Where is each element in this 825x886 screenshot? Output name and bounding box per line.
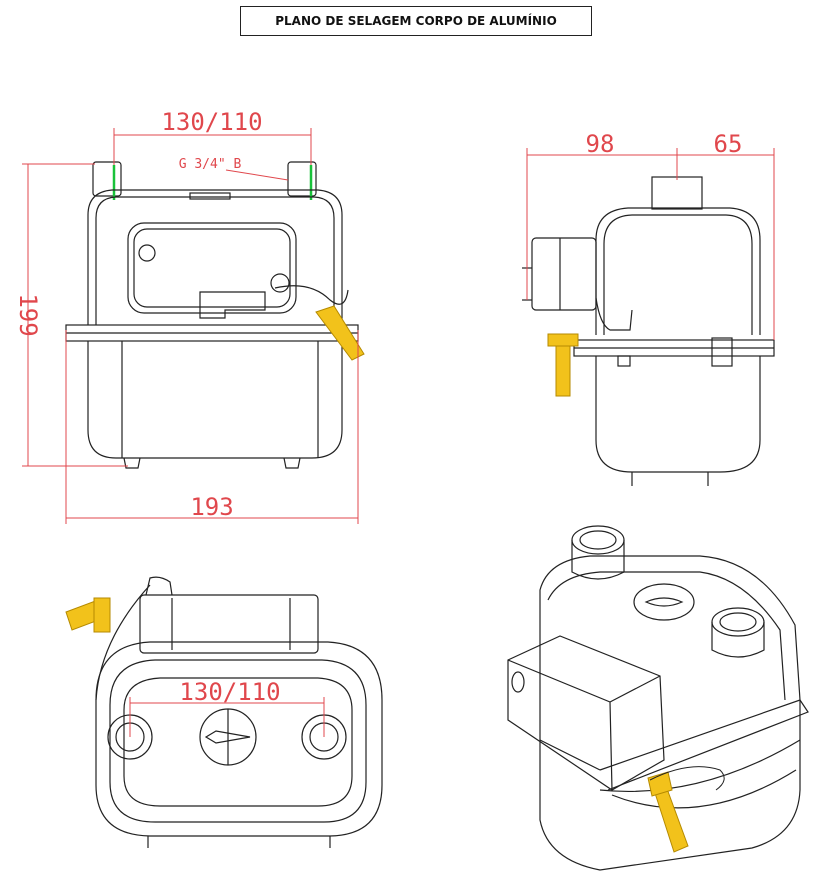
drawing-title: PLANO DE SELAGEM CORPO DE ALUMÍNIO [240,6,592,36]
bottom-dimensions [129,697,325,737]
bottom-dim-center: 130/110 [179,678,280,706]
side-top-stub [651,176,703,210]
side-seal [547,333,579,397]
front-view [65,161,359,469]
iso-seal [647,766,725,853]
front-thread-label: G 3/4" B [179,157,242,172]
side-meter-head [531,237,597,311]
side-dimensions [526,148,775,340]
front-lower-body [87,341,343,459]
front-outlet-stub [287,161,317,197]
side-dim-left: 98 [586,130,615,158]
front-dimensions [22,128,359,524]
side-upper-body [595,207,761,335]
iso-meter-head [507,635,665,791]
front-window-dial [138,244,156,262]
front-dim-top: 130/110 [161,108,262,136]
bottom-top-cap [139,594,319,654]
front-foot-right [283,457,301,469]
front-seal [315,305,365,361]
front-dim-height: 199 [14,293,42,336]
bottom-seal [65,597,111,633]
front-inlet-stub [92,161,122,197]
front-window [127,222,297,314]
iso-top-dial [633,583,695,621]
front-dim-width: 193 [190,493,233,521]
side-view [522,176,775,486]
side-dim-right: 65 [714,130,743,158]
side-lower-body [595,356,761,473]
front-upper-body [87,189,343,325]
isometric-view [507,525,809,871]
front-foot-left [123,457,141,469]
front-seal-bracket [199,291,266,319]
bottom-outer-body [95,641,383,837]
bottom-view [95,576,383,848]
